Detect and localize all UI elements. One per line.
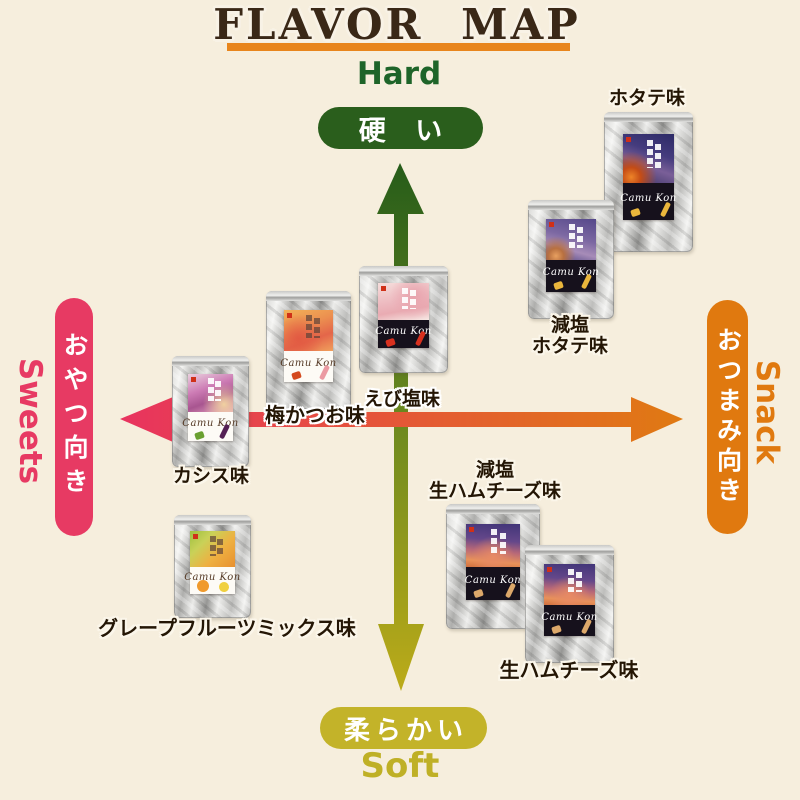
flavor-label-grapefruit-mix: グレープフルーツミックス味	[98, 616, 356, 640]
flavor-label-ebi-shio: えび塩味	[363, 388, 440, 410]
brand-logo-mark	[468, 527, 474, 532]
brand-logo-mark	[625, 137, 631, 143]
page-title: FLAVOR MAP	[213, 0, 581, 49]
label-band: Camu Kon	[464, 567, 522, 601]
product-package-cassis: Camu Kon	[172, 356, 249, 467]
label-artwork	[188, 373, 233, 413]
label-band: Camu Kon	[182, 412, 238, 442]
label-band: Camu Kon	[542, 260, 600, 292]
label-band: Camu Kon	[280, 350, 336, 382]
brand-logo-mark	[546, 566, 552, 572]
snack-piece-icon	[290, 370, 302, 381]
label-artwork	[546, 219, 596, 261]
brand-logo-mark	[191, 376, 197, 382]
label-band: Camu Kon	[375, 320, 432, 349]
label-artwork	[465, 524, 521, 568]
package-label: Camu Kon	[464, 524, 522, 601]
axis-pill-soft: 柔らかい	[320, 707, 487, 749]
product-package-grapefruit: Camu Kon	[174, 515, 251, 618]
snack-piece-icon	[553, 280, 564, 291]
product-package-ebi-shio: Camu Kon	[359, 266, 448, 373]
package-label: Camu Kon	[182, 373, 238, 442]
label-artwork	[190, 531, 235, 567]
product-package-namaham-cheese: Camu Kon	[525, 545, 614, 663]
package-label: Camu Kon	[542, 219, 600, 292]
flavor-label-cassis: カシス味	[172, 465, 249, 487]
horizontal-axis-arrow	[120, 397, 683, 442]
product-package-ume-katsuo: Camu Kon	[266, 291, 351, 409]
axis-label-soft-en: Soft	[360, 746, 440, 786]
flavor-label-namaham-cheese: 生ハムチーズ味	[499, 658, 639, 682]
product-package-hotate: Camu Kon	[604, 112, 693, 252]
snack-piece-icon	[194, 430, 206, 441]
snack-piece-icon	[385, 337, 396, 348]
package-label: Camu Kon	[184, 531, 240, 595]
snack-piece-icon	[630, 208, 641, 218]
package-label: Camu Kon	[280, 309, 336, 382]
brand-logo-mark	[380, 286, 386, 292]
product-package-genen-hotate: Camu Kon	[528, 200, 614, 319]
snack-piece-icon	[473, 589, 485, 599]
flavor-label-genen-hotate: 減塩 ホタテ味	[531, 314, 608, 357]
brand-logo-mark	[286, 312, 292, 318]
brand-script: Camu Kon	[182, 418, 239, 430]
label-artwork	[377, 283, 430, 320]
brand-script: Camu Kon	[280, 357, 337, 369]
axis-pill-sweets: おやつ向き	[55, 298, 93, 536]
title-underline	[227, 43, 570, 51]
axis-pill-snack: おつまみ向き	[707, 300, 748, 534]
brand-script: Camu Kon	[464, 575, 522, 587]
flavor-label-hotate: ホタテ味	[608, 87, 685, 109]
label-artwork	[283, 309, 334, 351]
brand-script: Camu Kon	[542, 267, 600, 279]
product-package-genen-namaham-cheese: Camu Kon	[446, 504, 540, 629]
brand-script: Camu Kon	[620, 192, 677, 204]
brand-script: Camu Kon	[375, 325, 432, 337]
brand-logo-mark	[193, 534, 199, 540]
brand-script: Camu Kon	[541, 611, 598, 623]
axis-label-hard-en: Hard	[356, 56, 442, 92]
label-band: Camu Kon	[184, 566, 240, 595]
flavor-label-genen-namaham-cheese: 減塩 生ハムチーズ味	[428, 459, 562, 502]
axis-pill-hard: 硬 い	[318, 107, 483, 149]
package-label: Camu Kon	[541, 563, 598, 636]
brand-logo-mark	[549, 222, 555, 228]
package-label: Camu Kon	[375, 283, 432, 349]
brand-script: Camu Kon	[184, 572, 241, 584]
label-artwork	[622, 134, 675, 183]
label-band: Camu Kon	[620, 182, 677, 220]
snack-piece-icon	[551, 624, 562, 635]
flavor-label-ume-katsuo: 梅かつお味	[265, 403, 365, 427]
label-band: Camu Kon	[541, 604, 598, 636]
label-artwork	[543, 563, 596, 605]
package-label: Camu Kon	[620, 134, 677, 220]
snack-piece-icon	[659, 201, 671, 218]
